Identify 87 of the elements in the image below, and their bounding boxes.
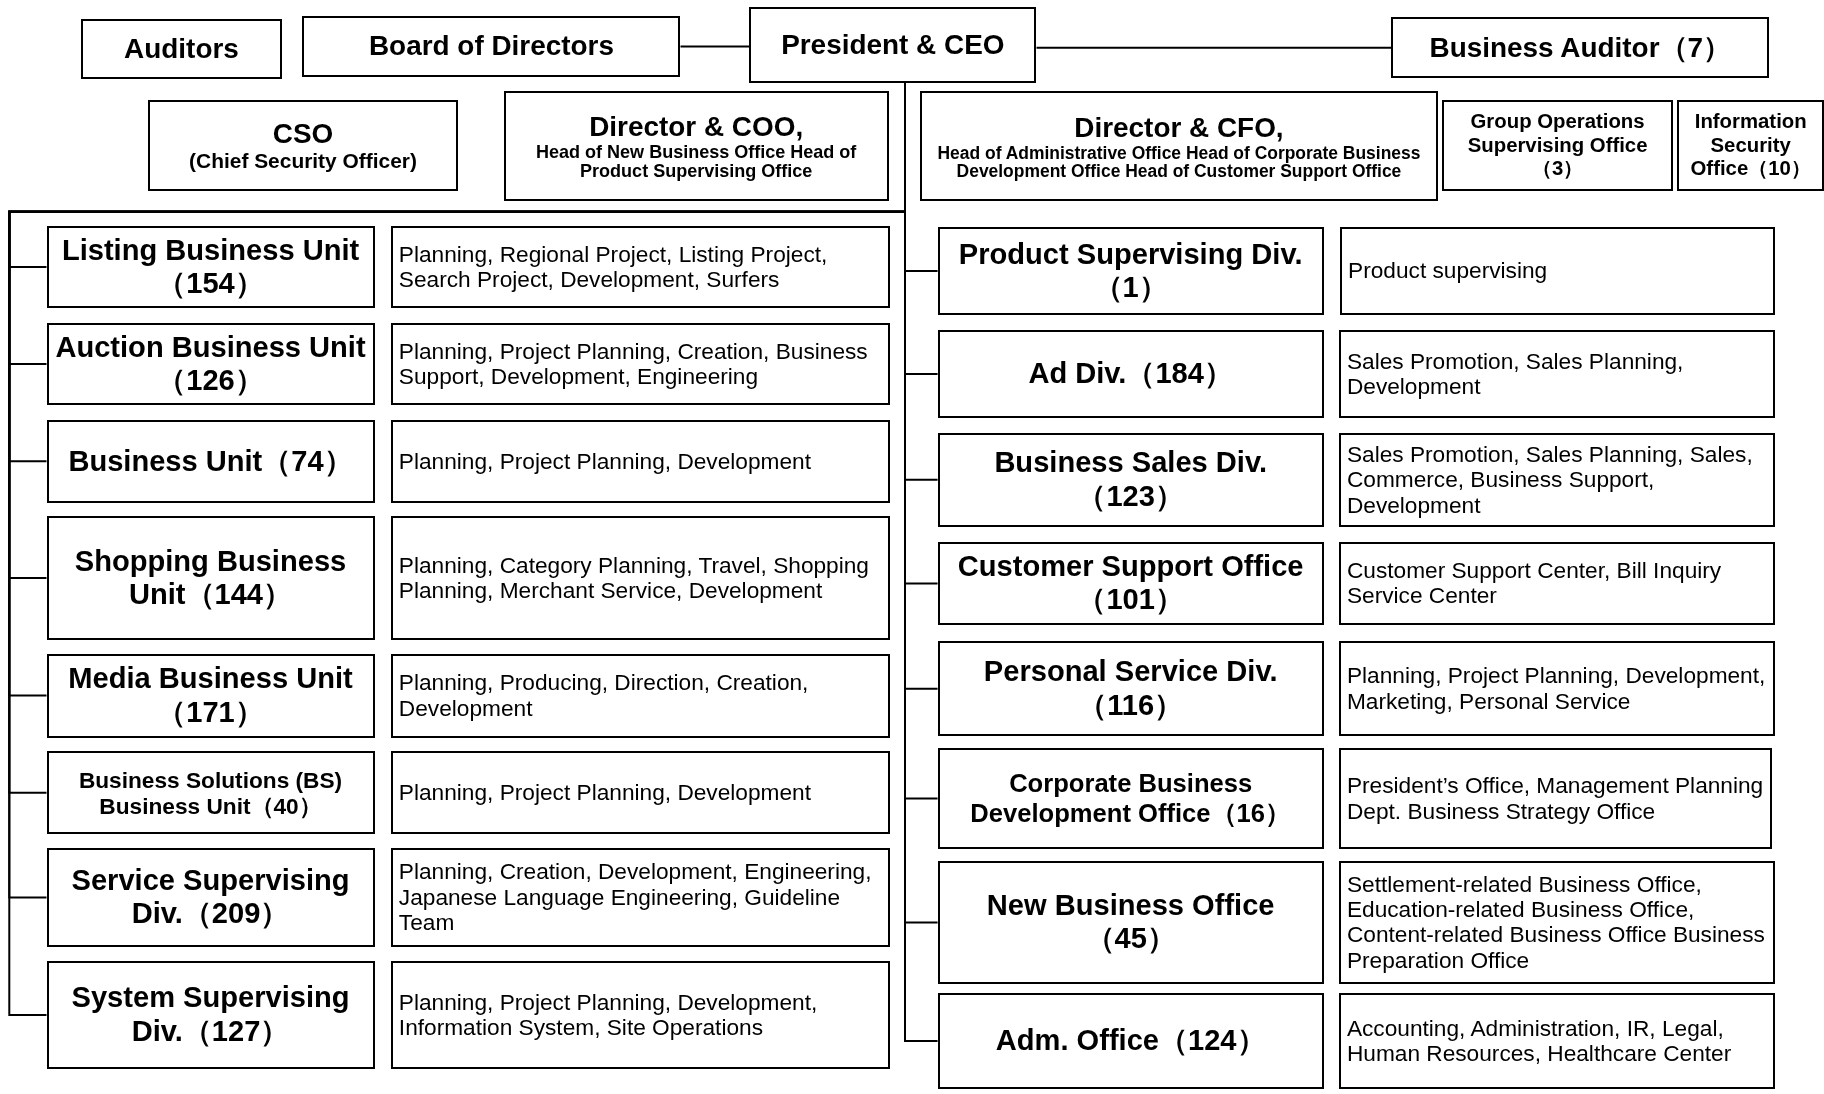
description-text: Planning, Producing, Direction, Creation, Development: [398, 670, 810, 722]
description-box: [390, 653, 890, 738]
title-text: Listing Business Unit（154）: [60, 233, 361, 301]
description-text: Product supervising: [1348, 258, 1548, 284]
title-text: Corporate Business Development Office（16）: [969, 769, 1292, 828]
title-text: Personal Service Div.（116）: [982, 655, 1279, 723]
description-text: Planning, Project Planning, Development, Information System, Site Operations: [398, 989, 819, 1041]
title-text: Business Auditor（7）: [1429, 31, 1732, 64]
description-box: [1338, 747, 1772, 850]
description-text: Planning, Project Planning, Development, Marketing, Personal Service: [1346, 663, 1767, 715]
title-text: Service Supervising Div.（209）: [70, 864, 351, 931]
description-box: [1338, 640, 1776, 737]
unit-box: [46, 225, 375, 309]
description-box: [390, 323, 890, 405]
subtitle-text: Head of Administrative Office Head of Corporate Business Development Office Head of Customer Support Office: [936, 143, 1422, 181]
description-box: [390, 516, 890, 640]
description-text: Planning, Project Planning, Development: [398, 780, 811, 806]
subtitle-text: (Chief Security Officer): [189, 150, 417, 173]
unit-box: [937, 860, 1324, 985]
title-text: Shopping Business Unit（144）: [73, 544, 348, 612]
description-box: [390, 751, 890, 835]
unit-box: [46, 516, 375, 640]
description-box: [1338, 542, 1776, 625]
description-text: President’s Office, Management Planning Dept. Business Strategy Office: [1346, 773, 1764, 824]
title-text: Adm. Office（124）: [995, 1024, 1266, 1058]
title-text: Customer Support Office（101）: [956, 549, 1305, 617]
description-box: [1338, 860, 1776, 985]
unit-box: [46, 419, 375, 503]
description-text: Settlement-related Business Office, Education-related Business Office, Content-related Business Office Business Preparation Office: [1346, 871, 1766, 974]
title-text: President & CEO: [781, 28, 1005, 61]
title-box: [81, 18, 282, 80]
unit-box: [937, 542, 1324, 625]
title-text: Group Operations Supervising Office（3）: [1466, 110, 1649, 181]
unit-box: [937, 747, 1324, 850]
title-text: Business Solutions (BS) Business Unit（40）: [77, 766, 344, 819]
description-box: [1338, 432, 1776, 527]
title-text: Auction Business Unit（126）: [54, 330, 367, 398]
description-box: [390, 848, 890, 947]
title-text: Media Business Unit（171）: [67, 662, 354, 730]
description-text: Planning, Project Planning, Creation, Business Support, Development, Engineering: [398, 338, 869, 390]
title-text: Business Sales Div.（123）: [993, 446, 1268, 514]
title-text: New Business Office（45）: [985, 889, 1276, 956]
title-text: Information Security Office（10）: [1689, 110, 1812, 181]
unit-box: [46, 323, 375, 405]
description-box: [390, 960, 890, 1069]
title-box: [302, 16, 681, 77]
title-box: [1391, 17, 1770, 78]
unit-box: [46, 960, 375, 1069]
description-box: [1338, 330, 1776, 418]
title-box: [1677, 100, 1824, 191]
description-text: Accounting, Administration, IR, Legal, Human Resources, Healthcare Center: [1346, 1015, 1733, 1067]
description-text: Planning, Regional Project, Listing Project, Search Project, Development, Surfers: [398, 241, 829, 293]
unit-box: [937, 226, 1324, 316]
description-text: Sales Promotion, Sales Planning, Development: [1346, 348, 1685, 400]
title-box: [920, 90, 1438, 202]
title-text: Director & CFO,: [1074, 111, 1284, 144]
unit-box: [937, 330, 1324, 418]
title-text: Business Unit（74）: [68, 444, 353, 478]
title-text: Ad Div.（184）: [1028, 357, 1233, 391]
unit-box: [46, 653, 375, 738]
description-box: [390, 419, 890, 503]
title-text: Product Supervising Div.（1）: [957, 237, 1304, 305]
title-box: [147, 100, 459, 191]
title-box: [503, 90, 889, 202]
title-text: CSO: [272, 118, 334, 151]
connector-line: [1035, 46, 1393, 49]
unit-box: [937, 432, 1324, 527]
description-text: Sales Promotion, Sales Planning, Sales, Commerce, Business Support, Development: [1346, 441, 1754, 518]
description-box: [1340, 226, 1776, 316]
title-text: System Supervising Div.（127）: [70, 981, 351, 1049]
description-text: Customer Support Center, Bill Inquiry Service Center: [1346, 557, 1723, 609]
description-text: Planning, Creation, Development, Engineering, Japanese Language Engineering, Guideline Team: [398, 859, 873, 936]
title-box: [749, 6, 1037, 83]
title-text: Director & COO,: [589, 111, 804, 144]
title-text: Board of Directors: [368, 30, 614, 63]
title-text: Auditors: [124, 32, 239, 65]
connector-line: [679, 45, 751, 48]
unit-box: [937, 993, 1324, 1089]
description-text: Planning, Category Planning, Travel, Shopping Planning, Merchant Service, Development: [398, 552, 870, 604]
subtitle-text: Head of New Business Office Head of Product Supervising Office: [535, 143, 858, 181]
unit-box: [46, 848, 375, 947]
title-box: [1442, 100, 1673, 191]
unit-box: [937, 640, 1324, 737]
description-text: Planning, Project Planning, Development: [398, 448, 811, 474]
description-box: [390, 225, 890, 309]
description-box: [1338, 993, 1776, 1089]
unit-box: [46, 751, 375, 835]
